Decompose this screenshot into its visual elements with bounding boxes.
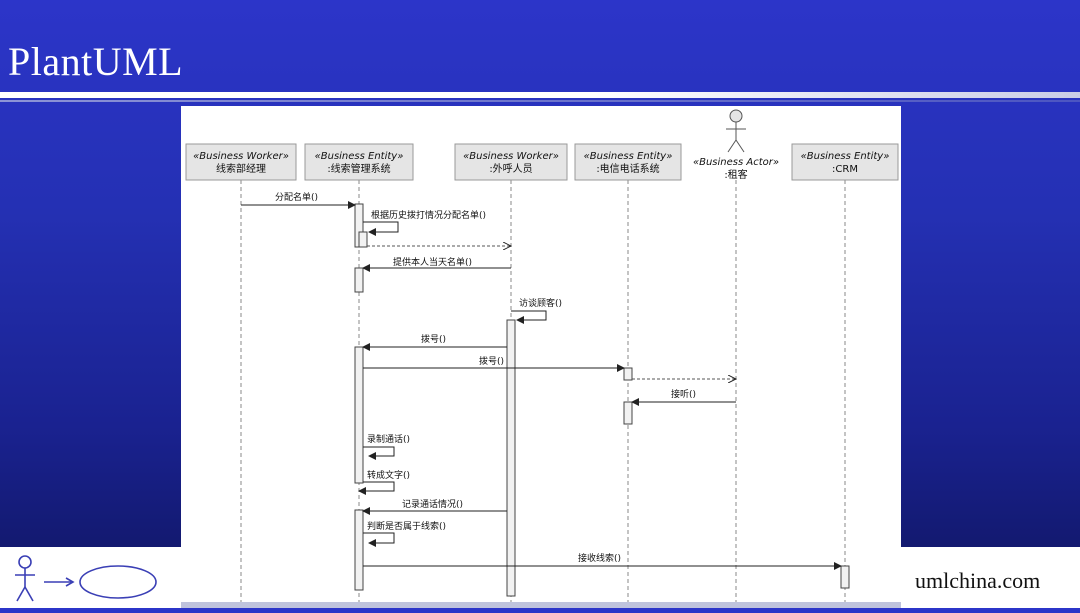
svg-text::外呼人员: :外呼人员 xyxy=(489,163,532,175)
lifelines xyxy=(240,180,846,602)
uml-logo xyxy=(0,547,181,608)
message-label: 记录通话情况() xyxy=(402,498,463,510)
message-label: 接收线索() xyxy=(578,552,621,564)
participant-p1: «Business Worker» 线索部经理 xyxy=(185,143,297,181)
svg-text::线索管理系统: :线索管理系统 xyxy=(327,162,390,175)
svg-text:«Business Entity»: «Business Entity» xyxy=(584,151,673,162)
activation-p4-a xyxy=(623,367,633,381)
message-label: 拨号() xyxy=(479,355,504,367)
svg-text:线索部经理: 线索部经理 xyxy=(216,162,266,175)
activation-p6 xyxy=(840,565,850,589)
footer-right-panel xyxy=(901,547,1080,608)
activation-p2-b xyxy=(354,267,364,293)
slide-title: PlantUML xyxy=(8,39,184,84)
footer-strip xyxy=(181,602,901,608)
activation-p2-c xyxy=(354,346,364,484)
activation-bars xyxy=(354,203,850,597)
message-label: 拨号() xyxy=(421,333,446,345)
message-label: 根据历史拨打情况分配名单() xyxy=(371,209,486,221)
site-url: umlchina.com xyxy=(915,568,1041,593)
activation-p2-d xyxy=(354,509,364,591)
actor-usecase-icon xyxy=(15,555,157,602)
message-label: 判断是否属于线索() xyxy=(367,520,446,532)
svg-text::租客: :租客 xyxy=(724,168,747,181)
message-label: 录制通话() xyxy=(367,433,410,445)
message-label: 接听() xyxy=(671,388,696,400)
participant-p2: «Business Entity» :线索管理系统 xyxy=(304,143,414,181)
messages: 分配名单() 根据历史拨打情况分配名单() 提供本人当天名单() 访谈顾客() … xyxy=(241,191,842,570)
svg-text:«Business Actor»: «Business Actor» xyxy=(693,157,779,168)
message-label: 分配名单() xyxy=(275,191,318,203)
message-label: 访谈顾客() xyxy=(519,297,562,309)
activation-p3 xyxy=(506,319,516,597)
svg-text:«Business Worker»: «Business Worker» xyxy=(463,151,559,162)
participant-p3: «Business Worker» :外呼人员 xyxy=(454,143,568,181)
sequence-diagram: «Business Worker» 线索部经理 «Business Entity… xyxy=(181,106,901,602)
svg-text:«Business Entity»: «Business Entity» xyxy=(315,151,404,162)
svg-text:«Business Worker»: «Business Worker» xyxy=(193,151,289,162)
svg-text::CRM: :CRM xyxy=(832,164,858,175)
participant-p5-actor: «Business Actor» :租客 xyxy=(693,109,779,181)
message-label: 提供本人当天名单() xyxy=(393,256,472,268)
participant-p4: «Business Entity» :电信电话系统 xyxy=(574,143,682,181)
title-underline xyxy=(0,92,1080,98)
svg-text::电信电话系统: :电信电话系统 xyxy=(596,162,659,175)
sequence-diagram-canvas: «Business Worker» 线索部经理 «Business Entity… xyxy=(185,109,899,602)
stick-figure-icon xyxy=(726,109,746,153)
activation-p2-nested xyxy=(358,231,368,248)
participant-p6: «Business Entity» :CRM xyxy=(791,143,899,181)
title-underline-shadow xyxy=(0,100,1080,102)
activation-p4-b xyxy=(623,401,633,425)
message-label: 转成文字() xyxy=(367,469,410,481)
svg-text:«Business Entity»: «Business Entity» xyxy=(801,151,890,162)
